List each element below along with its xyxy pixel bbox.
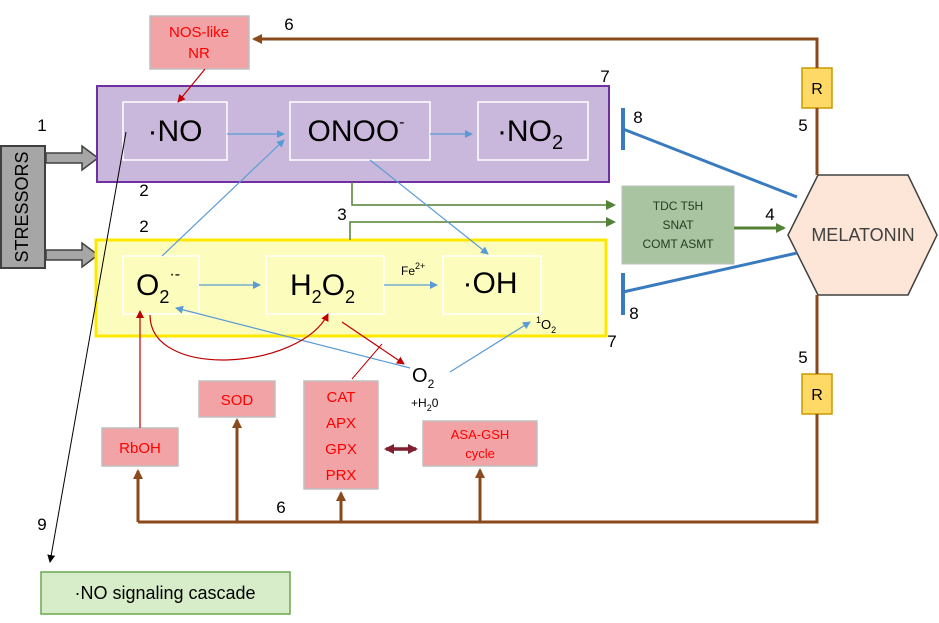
no-signaling-label: ·NO signaling cascade (74, 583, 255, 603)
nos-like-nr-box (149, 15, 250, 70)
arrow-onoo-to-oh (369, 159, 489, 255)
oxygen-label: O2 (412, 365, 435, 391)
melatonin-hexagon (787, 174, 938, 296)
biosynthesis-enzymes-box (621, 185, 735, 265)
gpx-label: GPX (325, 441, 357, 458)
feedback-arrow-nos (254, 39, 819, 175)
no-signaling-box (40, 571, 291, 615)
onoo-node (289, 101, 431, 161)
number-9: 9 (37, 515, 46, 534)
asa-gsh-box (422, 420, 538, 467)
green-arrow-from-ros (349, 217, 616, 240)
water-label: +H20 (411, 396, 439, 413)
catalase-link-line (351, 343, 383, 380)
number-1: 1 (37, 116, 46, 135)
number-5-upper: 5 (798, 116, 807, 135)
receptor-upper-label: R (811, 81, 823, 98)
feedback-line-lower (138, 295, 819, 524)
inhibition-line-rns (622, 127, 798, 199)
number-2-upper: 2 (139, 181, 148, 200)
stressors-label: STRESSORS (12, 151, 32, 262)
arrow-superoxide-to-onoo (161, 139, 285, 257)
stressor-arrow-rns (45, 144, 100, 172)
number-7-lower: 7 (607, 332, 616, 351)
sod-label: SOD (221, 392, 254, 409)
sod-box (198, 380, 276, 418)
number-2-lower: 2 (139, 217, 148, 236)
arrow-nos-to-no (177, 68, 206, 103)
arrow-o2-to-singlet (449, 321, 531, 373)
number-8-lower: 8 (629, 304, 638, 323)
receptor-lower-label: R (811, 387, 823, 404)
stressors-box: STRESSORS (0, 145, 46, 269)
no2-node (477, 101, 589, 161)
enzyme-line-3: COMT ASMT (642, 237, 714, 251)
arrow-o2-to-superoxide (175, 305, 411, 369)
number-8-upper: 8 (633, 108, 642, 127)
enzyme-line-1: TDC T5H (653, 199, 703, 213)
number-6-upper: 6 (284, 15, 293, 34)
receptor-upper (801, 67, 833, 109)
stressor-arrow-ros (45, 241, 100, 269)
no-node (122, 101, 228, 161)
onoo-label: ONOO- (308, 114, 405, 148)
inhibition-line-ros (622, 251, 798, 294)
number-3: 3 (337, 205, 346, 224)
melatonin-label: MELATONIN (811, 225, 914, 245)
apx-label: APX (326, 415, 356, 432)
asa-gsh-label: ASA-GSH (451, 427, 510, 442)
nr-label: NR (188, 45, 210, 62)
oh-label: ·OH (463, 267, 518, 300)
green-arrow-from-rns (351, 182, 616, 210)
antioxidant-enzymes-box (303, 380, 379, 490)
arrow-sod-curve-to-h2o2 (149, 313, 329, 361)
cat-label: CAT (327, 389, 356, 406)
no2-label: ·NO2 (497, 115, 563, 154)
h2o2-label: H2O2 (290, 269, 355, 307)
rboh-label: RbOH (119, 440, 161, 457)
number-4: 4 (765, 205, 774, 224)
nos-like-label: NOS-like (169, 24, 229, 41)
arrow-no-to-signaling (47, 131, 127, 563)
number-6-lower: 6 (276, 498, 285, 517)
superoxide-label: O2·- (136, 266, 180, 307)
oh-node (442, 255, 542, 315)
singlet-oxygen-label: 1O2 (536, 315, 556, 335)
cycle-label: cycle (465, 446, 495, 461)
number-5-lower: 5 (798, 348, 807, 367)
number-7-upper: 7 (600, 67, 609, 86)
enzyme-line-2: SNAT (662, 218, 694, 232)
arrow-h2o2-to-o2 (341, 321, 405, 365)
fe-label: Fe2+ (401, 261, 425, 278)
prx-label: PRX (326, 467, 357, 484)
no-label: ·NO (148, 115, 203, 148)
